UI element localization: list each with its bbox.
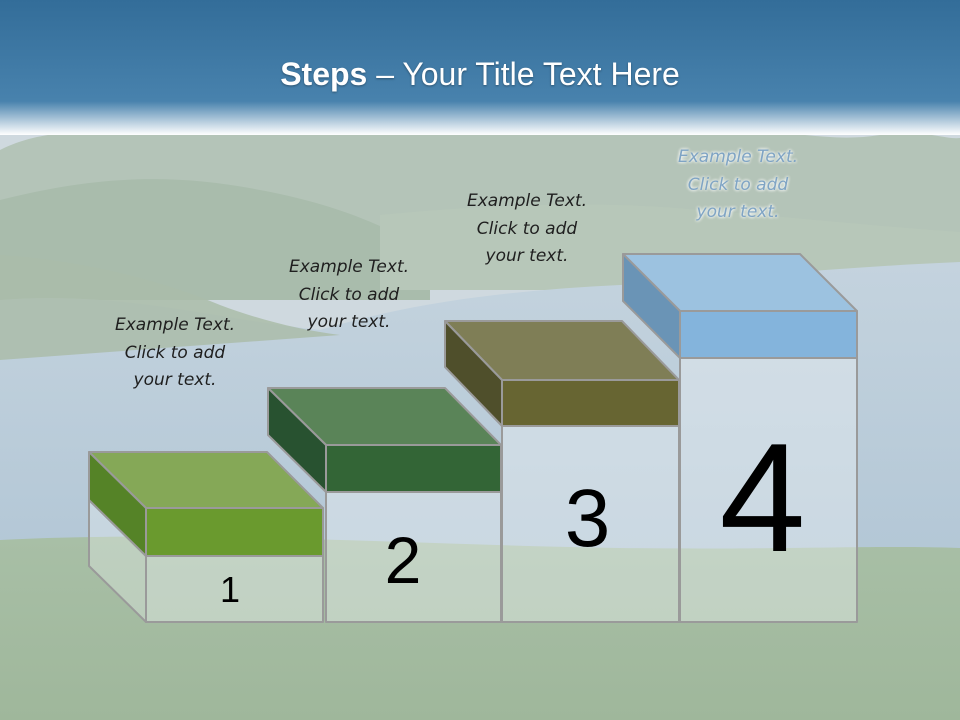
step-4-number: 4	[719, 411, 806, 584]
step-2-caption-line: your text.	[307, 312, 391, 332]
step-4-caption[interactable]: Example Text. Click to add your text.	[653, 144, 823, 227]
step-2-caption[interactable]: Example Text. Click to add your text.	[264, 254, 434, 337]
step-4-block-front	[679, 310, 858, 359]
step-3-number: 3	[564, 473, 611, 564]
slide-title[interactable]: Steps – Your Title Text Here	[0, 52, 960, 96]
step-2-number: 2	[384, 523, 422, 597]
step-1-caption-line: your text.	[133, 370, 217, 390]
step-3-caption-line: Click to add	[476, 218, 578, 239]
step-4-caption-line: Example Text.	[677, 147, 799, 167]
step-3-block-front	[501, 379, 680, 427]
step-2-caption-line: Click to add	[298, 284, 400, 305]
step-1-caption[interactable]: Example Text. Click to add your text.	[90, 312, 260, 395]
step-3-caption-line: Example Text.	[466, 191, 588, 211]
step-1-caption-line: Click to add	[124, 342, 226, 363]
slide-title-bold: Steps	[280, 56, 368, 92]
step-1-number: 1	[219, 569, 241, 610]
step-1-block-front	[145, 507, 324, 557]
step-3-caption[interactable]: Example Text. Click to add your text.	[442, 188, 612, 271]
step-4-caption-line: your text.	[696, 202, 780, 222]
step-3-caption-line: your text.	[485, 246, 569, 266]
slide-title-rest: – Your Title Text Here	[367, 56, 680, 92]
step-2-block-front	[325, 444, 502, 493]
step-2-caption-line: Example Text.	[288, 257, 410, 277]
step-1-caption-line: Example Text.	[114, 315, 236, 335]
step-4-caption-line: Click to add	[687, 174, 789, 195]
